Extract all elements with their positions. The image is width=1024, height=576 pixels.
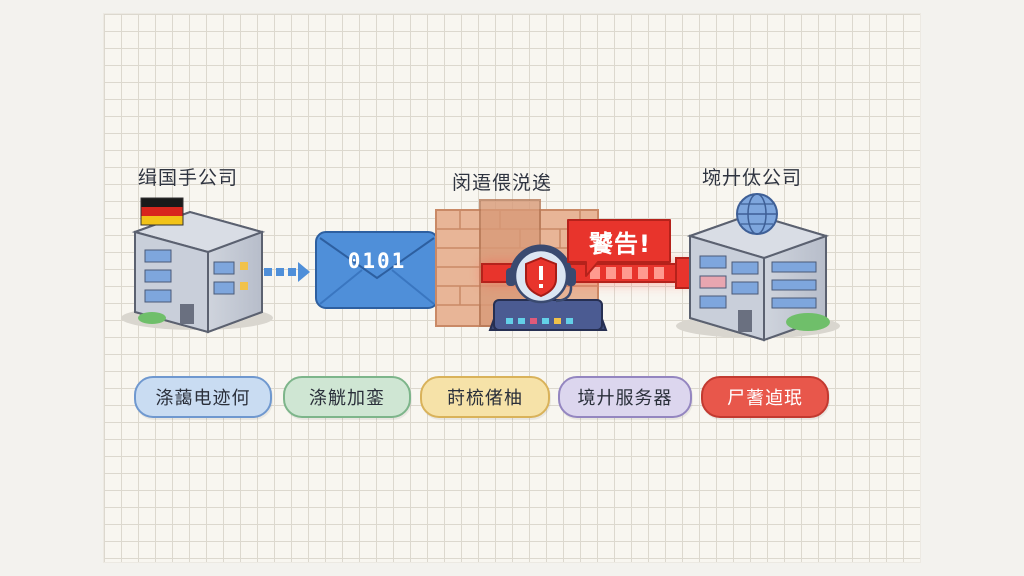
arrow-to-envelope [264,262,310,282]
germany-flag-icon [140,197,184,226]
legend-pill-5: 尸蓍逌珉 [701,376,829,418]
right-company-label: 埦廾㑀公司 [702,167,803,189]
legend-pill-1: 涤藹电迹何 [134,376,272,418]
legend-pill-2: 涤觥加銮 [283,376,411,418]
firewall-label: 闵逜偎涚逘 [452,172,553,194]
headset-warning-icon [488,244,608,331]
alert-speech-bubble [567,219,671,277]
left-company-building [121,210,273,334]
alert-text: 饕告! [589,230,651,258]
right-company-building [676,212,840,342]
legend-pill-4: 境廾服务器 [558,376,692,418]
globe-icon [736,193,778,235]
left-company-label: 缉国手公司 [138,167,239,189]
legend-pill-3: 莳梳偖柚 [420,376,550,418]
envelope-binary-text: 0101 [347,249,407,273]
